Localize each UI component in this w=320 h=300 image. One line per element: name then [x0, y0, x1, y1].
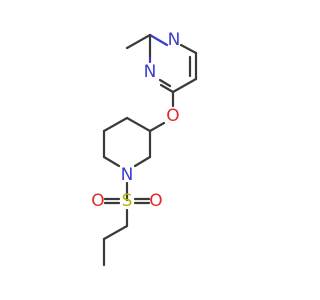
bond-c4-c5p	[102, 116, 129, 133]
atom-n-top: N	[168, 30, 181, 50]
atom-labels: N N O N S O O	[91, 30, 180, 211]
atom-o-sulfonyl-right: O	[149, 191, 162, 211]
bond-methyl	[125, 33, 152, 50]
piperidine-ring	[102, 116, 166, 202]
atom-n-left: N	[144, 62, 157, 82]
bond-c2p-n	[133, 155, 152, 168]
structure-svg: N N O N S O O	[91, 30, 198, 267]
bond-c6-n1-inner	[158, 78, 172, 88]
bond-c1-c2	[102, 224, 129, 241]
bond-c2-n3	[148, 33, 169, 47]
bond-c3-c4	[125, 116, 152, 133]
atom-o-sulfonyl-left: O	[91, 191, 104, 211]
atom-n-piperidine: N	[121, 165, 134, 185]
molecule-diagram: N N O N S O O	[91, 30, 198, 267]
bond-c6-n1	[159, 83, 175, 94]
atom-o-ether: O	[166, 106, 179, 126]
bond-o-c3	[148, 121, 166, 133]
bond-n3-c4	[179, 43, 198, 55]
bond-c6p-n	[102, 155, 121, 168]
propylsulfonyl-group	[102, 197, 151, 267]
atom-s-sulfonyl: S	[122, 191, 133, 211]
bond-c5-c6	[171, 77, 198, 94]
pyrimidine-ring	[125, 33, 198, 108]
